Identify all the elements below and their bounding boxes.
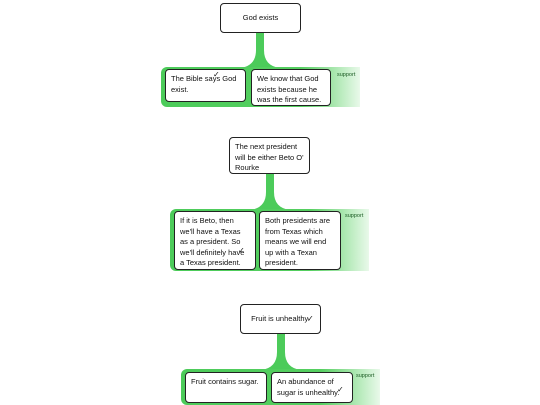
reason-node-1b[interactable]: We know that God exists because he was t… — [251, 69, 331, 106]
check-mark-icon: ✓ — [213, 70, 220, 79]
support-label-1: support — [337, 72, 356, 78]
reason-node-1a[interactable]: The Bible says God exist. — [165, 69, 246, 102]
reason-node-2a[interactable]: If it is Beto, then we'll have a Texas a… — [174, 211, 256, 270]
reason-node-3a[interactable]: Fruit contains sugar. — [185, 372, 267, 403]
reason-node-2b[interactable]: Both presidents are from Texas which mea… — [259, 211, 341, 270]
check-mark-icon: ✓ — [307, 314, 314, 323]
claim-node-1[interactable]: God exists — [220, 3, 301, 33]
claim-node-2[interactable]: The next president will be either Beto O… — [229, 137, 310, 174]
support-label-2: support — [345, 213, 364, 219]
check-mark-icon: ✓ — [238, 246, 245, 255]
support-label-3: support — [356, 373, 375, 379]
check-mark-icon: ✓ — [337, 385, 344, 394]
reason-node-3b[interactable]: An abundance of sugar is unhealthy. — [271, 372, 353, 403]
claim-node-3[interactable]: Fruit is unhealthy. — [240, 304, 321, 334]
